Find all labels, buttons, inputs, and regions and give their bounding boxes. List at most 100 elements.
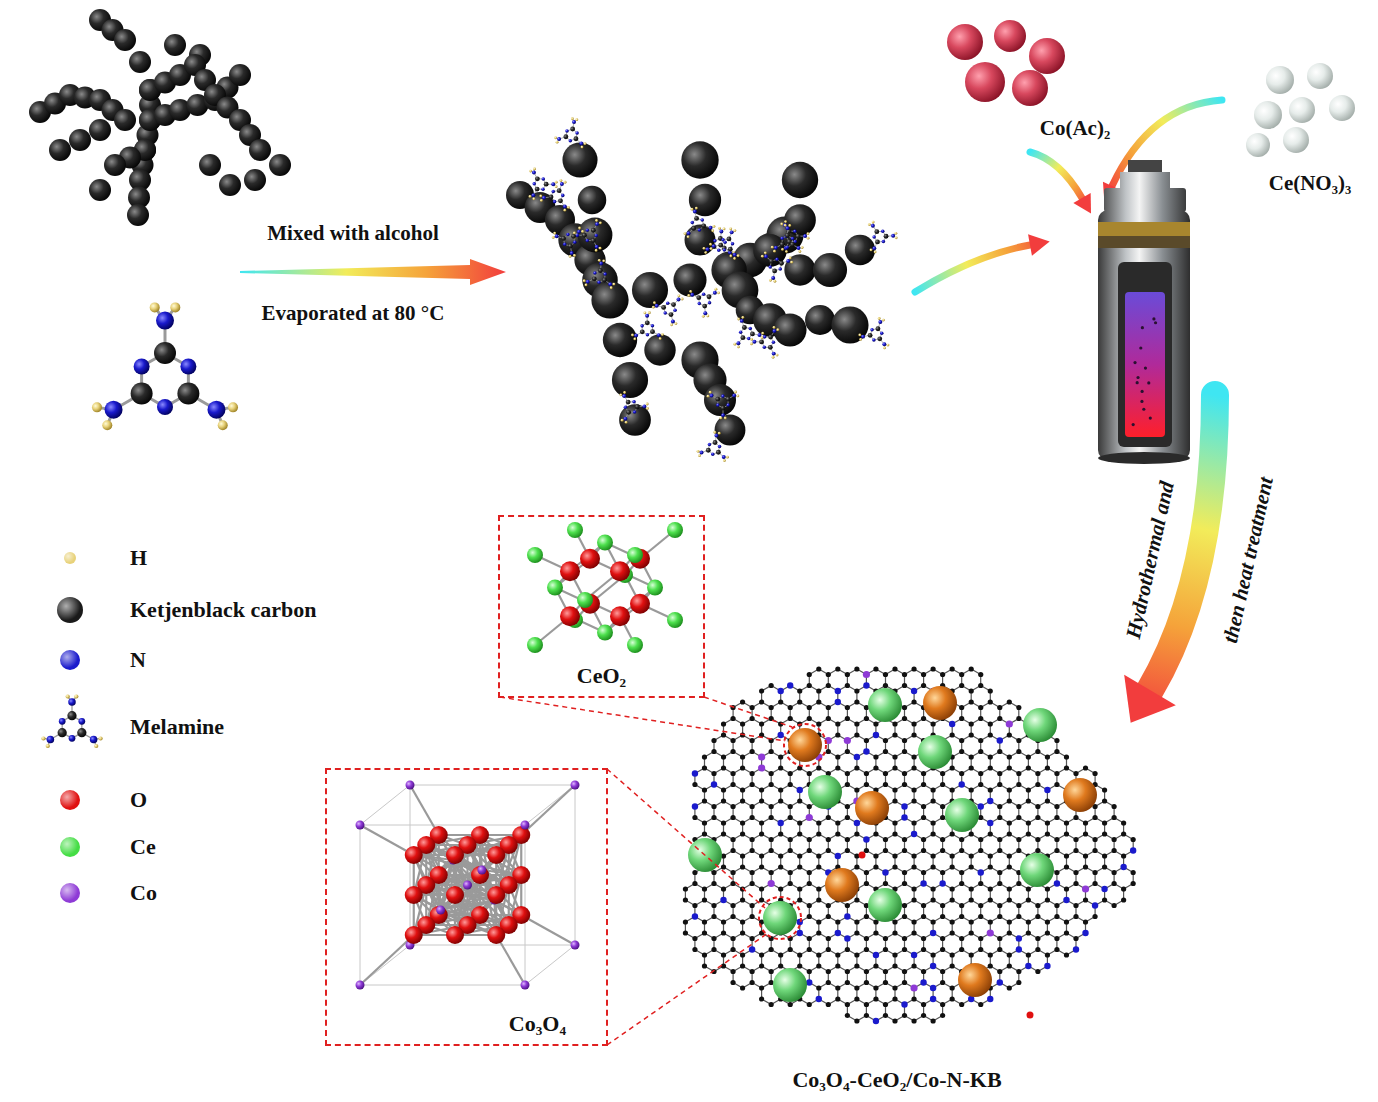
carbon-atom: [911, 798, 916, 803]
carbon-atom: [969, 721, 974, 726]
carbon-atom: [940, 914, 945, 919]
carbon-atom: [854, 963, 859, 968]
nitrogen-atom: [878, 320, 882, 324]
carbon-atom: [931, 1018, 936, 1023]
carbon-atom: [778, 886, 783, 891]
ceo2-particle: [773, 968, 807, 1002]
carbon-atom: [1007, 765, 1012, 770]
carbon-atom: [702, 919, 707, 924]
carbon-atom: [702, 886, 707, 891]
cerium-atom: [647, 580, 663, 596]
carbon-sphere: [813, 253, 847, 287]
carbon-atom: [997, 870, 1002, 875]
carbon-atom: [797, 963, 802, 968]
carbon-atom: [873, 985, 878, 990]
oxygen-atom: [580, 549, 600, 569]
hydrogen-atom: [734, 391, 737, 394]
nitrogen-atom: [835, 853, 841, 859]
carbon-atom: [940, 782, 945, 787]
hydrogen-atom: [807, 237, 810, 240]
nitrogen-atom: [978, 803, 984, 809]
carbon-atom: [940, 936, 945, 941]
hydrogen-atom: [578, 227, 581, 230]
carbon-atom: [826, 914, 831, 919]
nitrogen-atom: [711, 452, 715, 456]
carbon-atom: [911, 765, 916, 770]
nitrogen-atom: [207, 401, 225, 419]
carbon-atom: [759, 985, 764, 990]
carbon-atom: [707, 294, 712, 299]
carbon-atom: [750, 969, 755, 974]
carbon-sphere: [674, 264, 705, 295]
nitrogen-atom: [691, 221, 695, 225]
carbon-atom: [978, 749, 983, 754]
carbon-atom: [750, 837, 755, 842]
carbon-atom: [997, 771, 1002, 776]
carbon-atom: [797, 897, 802, 902]
carbon-atom: [1007, 831, 1012, 836]
carbon-atom: [640, 329, 645, 334]
carbon-atom: [911, 820, 916, 825]
carbon-atom: [816, 820, 821, 825]
carbon-atom: [759, 831, 764, 836]
nitrogen-atom: [721, 394, 725, 398]
carbon-atom: [759, 864, 764, 869]
nitrogen-atom: [579, 142, 583, 146]
carbon-atom: [873, 930, 878, 935]
unit-cell-edge: [360, 825, 525, 826]
carbon-atom: [864, 1013, 869, 1018]
nitrogen-atom: [844, 935, 850, 941]
hydrogen-atom: [780, 223, 783, 226]
cobalt-acetate-sphere: [994, 20, 1026, 52]
carbon-atom: [931, 919, 936, 924]
nitrogen-atom: [958, 781, 964, 787]
nitrogen-atom: [771, 276, 775, 280]
carbon-atom: [873, 831, 878, 836]
carbon-atom: [1035, 936, 1040, 941]
nitrogen-atom: [785, 246, 789, 250]
carbon-atom: [1054, 914, 1059, 919]
carbon-atom: [1045, 886, 1050, 891]
carbon-atom: [835, 754, 840, 759]
carbon-atom: [807, 804, 812, 809]
cerium-atom: [527, 637, 543, 653]
hydrogen-atom: [733, 257, 736, 260]
carbon-atom: [1016, 716, 1021, 721]
carbon-atom: [988, 853, 993, 858]
hydrogen-atom: [581, 230, 584, 233]
carbon-atom: [807, 870, 812, 875]
carbon-atom: [1045, 754, 1050, 759]
hydrogen-atom: [687, 294, 690, 297]
leader-line: [704, 697, 792, 727]
hydrogen-atom: [585, 283, 588, 286]
carbon-atom: [892, 754, 897, 759]
carbon-atom: [557, 188, 562, 193]
nitrogen-atom: [901, 1001, 907, 1007]
carbon-atom: [931, 864, 936, 869]
carbon-atom: [1054, 837, 1059, 842]
hydrogen-atom: [573, 254, 576, 257]
hydrogen-atom: [790, 261, 793, 264]
nitrogen-atom: [764, 255, 768, 259]
carbon-sphere: [219, 174, 241, 196]
carbon-sphere: [632, 272, 668, 308]
hydrogen-atom: [788, 224, 791, 227]
nitrogen-atom: [1063, 897, 1069, 903]
hydrogen-atom: [677, 294, 680, 297]
carbon-atom: [1045, 952, 1050, 957]
carbon-atom: [1121, 831, 1126, 836]
nitrogen-atom: [565, 129, 569, 133]
carbon-atom: [797, 952, 802, 957]
carbon-atom: [902, 705, 907, 710]
unit-cell-edge: [410, 785, 575, 786]
co3o4-particle: [923, 686, 957, 720]
nitrogen-atom: [835, 699, 841, 705]
carbon-atom: [750, 738, 755, 743]
hydrogen-atom: [569, 255, 572, 258]
carbon-atom: [1083, 765, 1088, 770]
carbon-atom: [779, 261, 784, 266]
hydrogen-atom: [555, 181, 558, 184]
nitrogen-atom: [863, 682, 869, 688]
carbon-sphere: [562, 142, 597, 177]
carbon-atom: [877, 336, 882, 341]
